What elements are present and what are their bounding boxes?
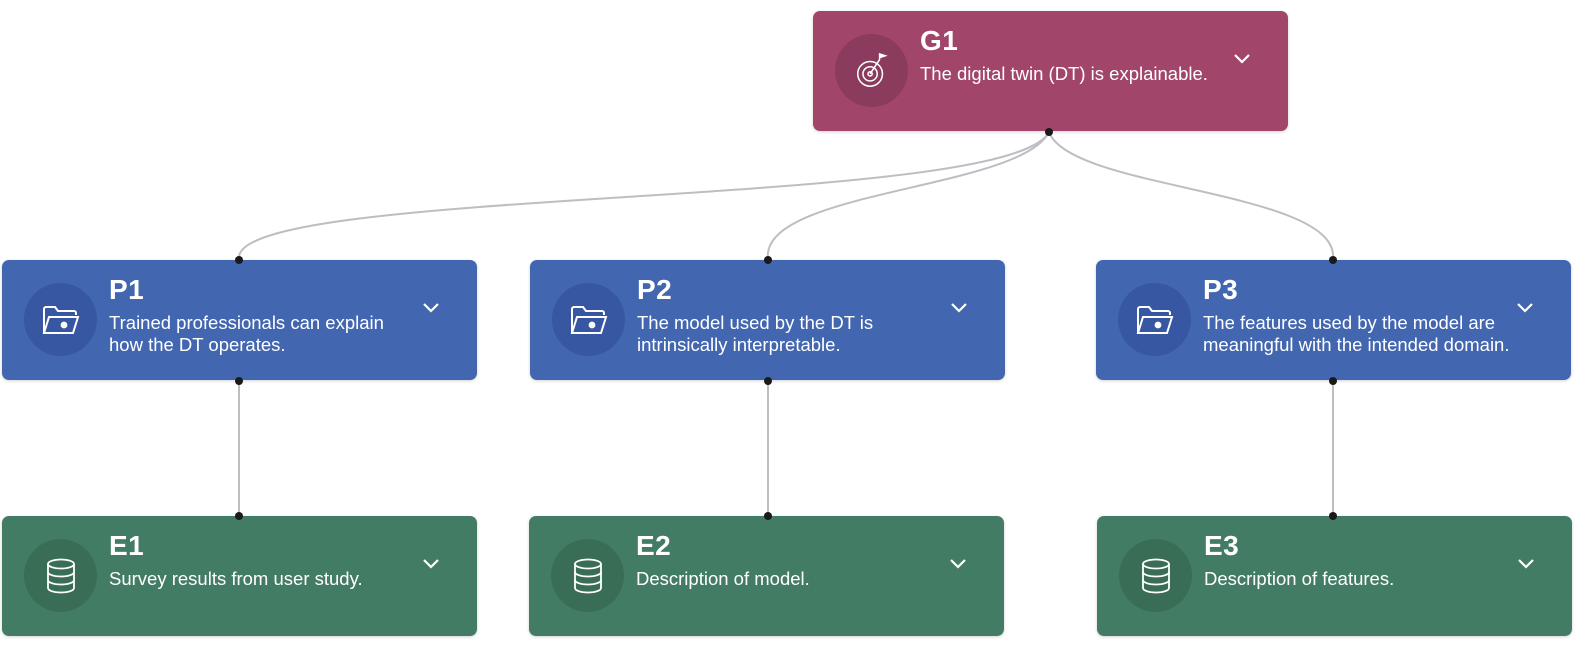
node-text: Survey results from user study. bbox=[109, 568, 363, 589]
node-id: P2 bbox=[637, 274, 673, 305]
edge-g1-p2 bbox=[766, 131, 1050, 260]
node-text: The digital twin (DT) is explainable. bbox=[920, 63, 1208, 84]
chevron-down-icon[interactable] bbox=[947, 552, 969, 574]
goal-node-g1[interactable]: G1 The digital twin (DT) is explainable. bbox=[813, 11, 1288, 131]
node-id: E3 bbox=[1204, 530, 1240, 561]
evidence-node-e2[interactable]: E2 Description of model. bbox=[529, 516, 1004, 636]
node-id: E1 bbox=[109, 530, 145, 561]
node-text: Description of model. bbox=[636, 568, 810, 589]
node-id: P1 bbox=[109, 274, 145, 305]
node-text: The model used by the DT is intrinsicall… bbox=[637, 312, 874, 355]
database-icon bbox=[24, 539, 97, 612]
chevron-down-icon[interactable] bbox=[1515, 552, 1537, 574]
edge-g1-p1 bbox=[237, 131, 1050, 260]
folder-icon bbox=[1118, 283, 1191, 356]
chevron-down-icon[interactable] bbox=[948, 296, 970, 318]
chevron-down-icon[interactable] bbox=[420, 296, 442, 318]
edge-g1-p3 bbox=[1048, 131, 1335, 260]
node-id: G1 bbox=[920, 25, 959, 56]
strategy-node-p3[interactable]: P3 The features used by the model are me… bbox=[1096, 260, 1571, 380]
database-icon bbox=[1119, 539, 1192, 612]
folder-icon bbox=[24, 283, 97, 356]
strategy-node-p2[interactable]: P2 The model used by the DT is intrinsic… bbox=[530, 260, 1005, 380]
node-text: Trained professionals can explain how th… bbox=[109, 312, 384, 355]
chevron-down-icon[interactable] bbox=[1231, 47, 1253, 69]
strategy-node-p1[interactable]: P1 Trained professionals can explain how… bbox=[2, 260, 477, 380]
node-text: The features used by the model are meani… bbox=[1203, 312, 1510, 355]
evidence-node-e3[interactable]: E3 Description of features. bbox=[1097, 516, 1572, 636]
evidence-node-e1[interactable]: E1 Survey results from user study. bbox=[2, 516, 477, 636]
target-flag-icon bbox=[835, 34, 908, 107]
folder-icon bbox=[552, 283, 625, 356]
chevron-down-icon[interactable] bbox=[1514, 296, 1536, 318]
chevron-down-icon[interactable] bbox=[420, 552, 442, 574]
node-text: Description of features. bbox=[1204, 568, 1395, 589]
node-id: P3 bbox=[1203, 274, 1239, 305]
node-id: E2 bbox=[636, 530, 672, 561]
database-icon bbox=[551, 539, 624, 612]
